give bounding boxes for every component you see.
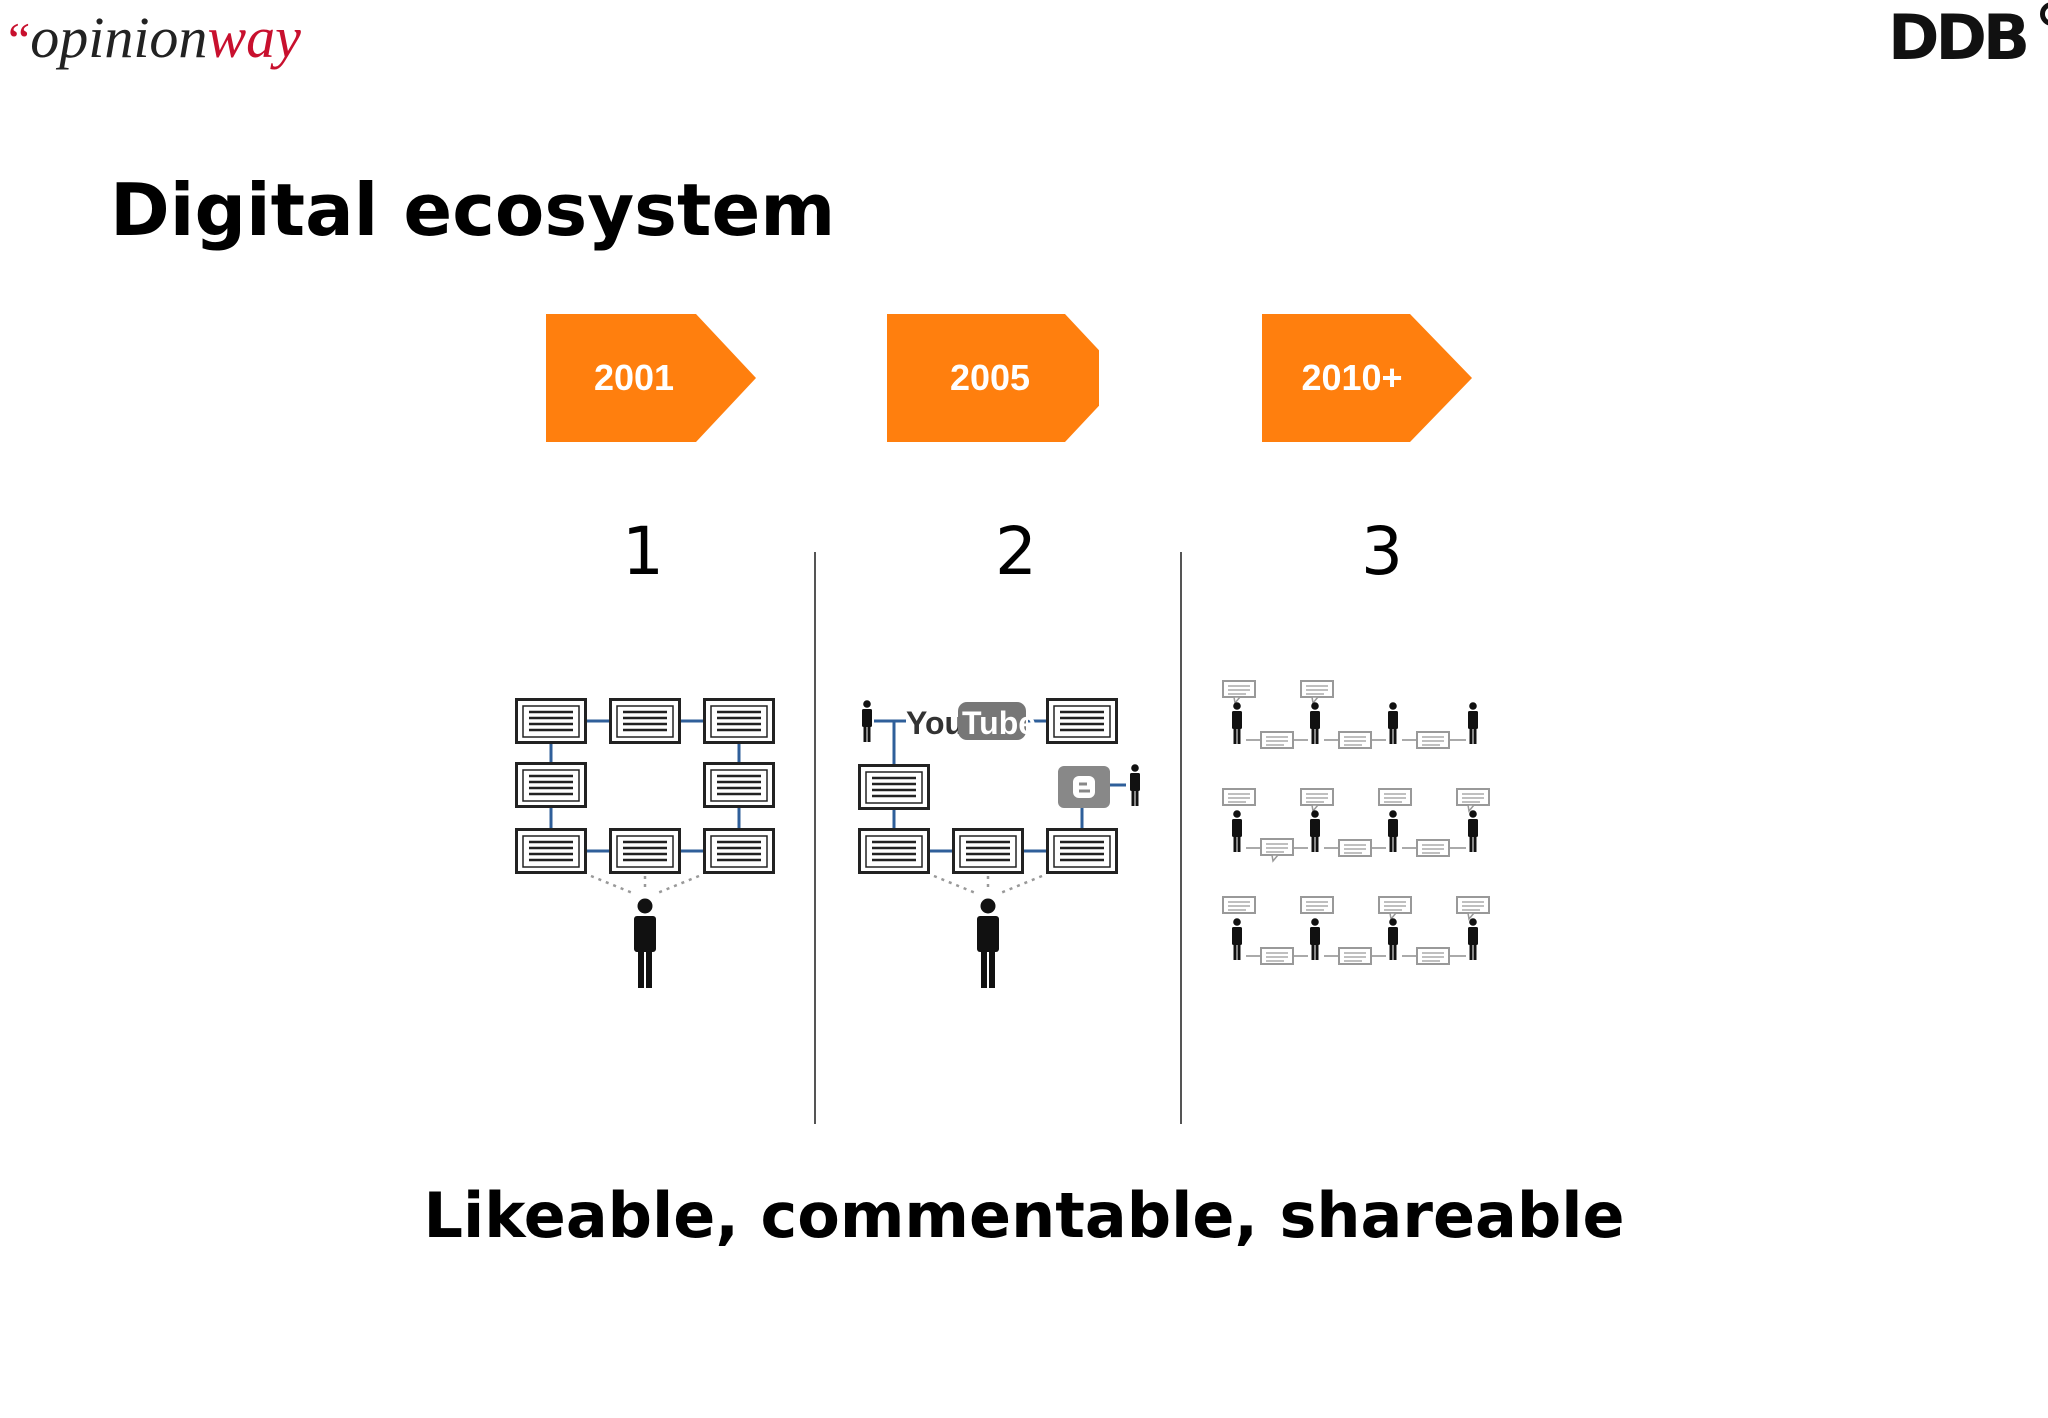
- blogger-icon: [1058, 766, 1110, 808]
- webpage-icon: [1338, 947, 1372, 965]
- column-divider: [1180, 552, 1182, 1124]
- webpage-icon: [1300, 896, 1334, 914]
- person-icon: [1310, 702, 1320, 744]
- webpage-icon: [515, 762, 587, 808]
- webpage-icon: [1222, 788, 1256, 806]
- person-icon: [1468, 702, 1478, 744]
- diagram-web2: You Tube: [858, 698, 1140, 988]
- ddb-logo: DDB: [1888, 2, 2048, 70]
- webpage-icon: [515, 698, 587, 744]
- webpage-icon: [609, 698, 681, 744]
- person-icon: [977, 898, 999, 988]
- speech-bubble-icon: [1260, 838, 1294, 862]
- column-number-1: 1: [622, 513, 664, 590]
- svg-text:Tube: Tube: [962, 705, 1036, 741]
- webpage-icon: [1338, 839, 1372, 857]
- arrow-shape: [1262, 314, 1472, 442]
- social-row-3: [1222, 896, 1490, 965]
- webpage-icon: [703, 762, 775, 808]
- speech-bubble-icon: [1456, 896, 1490, 920]
- speech-bubble-icon: [1378, 896, 1412, 920]
- webpage-icon: [609, 828, 681, 874]
- webpage-icon: [1416, 947, 1450, 965]
- webpage-icon: [703, 698, 775, 744]
- social-row-2: [1222, 788, 1490, 862]
- person-icon: [1232, 918, 1242, 960]
- webpage-icon: [858, 764, 930, 810]
- person-icon: [1232, 702, 1242, 744]
- person-icon: [862, 700, 872, 742]
- person-icon: [634, 898, 656, 988]
- year-arrow-2001: 2001: [546, 314, 758, 442]
- webpage-icon: [1046, 828, 1118, 874]
- webpage-icon: [1222, 896, 1256, 914]
- column-number-3: 3: [1361, 513, 1403, 590]
- person-icon: [1468, 918, 1478, 960]
- webpage-icon: [1046, 698, 1118, 744]
- person-icon: [1232, 810, 1242, 852]
- ddb-logo-circle: [2040, 2, 2048, 26]
- webpage-icon: [1416, 731, 1450, 749]
- arrow-shape: [546, 314, 756, 442]
- social-row-1: [1222, 680, 1478, 749]
- webpage-icon: [703, 828, 775, 874]
- speech-bubble-icon: [1300, 788, 1334, 812]
- speech-bubble-icon: [1222, 680, 1256, 704]
- opinionway-logo: “opinionway: [8, 5, 301, 70]
- page-title: Digital ecosystem: [110, 168, 836, 252]
- speech-bubble-icon: [1300, 680, 1334, 704]
- tagline: Likeable, commentable, shareable: [423, 1179, 1625, 1252]
- year-label: 2010+: [1301, 357, 1403, 398]
- webpage-icon: [515, 828, 587, 874]
- youtube-logo: You Tube: [906, 702, 1036, 741]
- person-icon: [1310, 918, 1320, 960]
- person-icon: [1388, 702, 1398, 744]
- webpage-icon: [952, 828, 1024, 874]
- speech-bubble-icon: [1456, 788, 1490, 812]
- webpage-icon: [1416, 839, 1450, 857]
- person-icon: [1388, 810, 1398, 852]
- diagram-web1: [515, 698, 775, 988]
- webpage-icon: [1260, 947, 1294, 965]
- column-number-2: 2: [995, 513, 1037, 590]
- person-icon: [1468, 810, 1478, 852]
- person-icon: [1310, 810, 1320, 852]
- diagram-social-web: [1222, 680, 1490, 965]
- webpage-icon: [1338, 731, 1372, 749]
- person-icon: [1388, 918, 1398, 960]
- webpage-icon: [1260, 731, 1294, 749]
- webpage-icon: [858, 828, 930, 874]
- webpage-icon: [1378, 788, 1412, 806]
- year-arrow-2005: 2005: [887, 314, 1099, 442]
- year-arrow-2010: 2010+: [1262, 314, 1474, 442]
- column-divider: [814, 552, 816, 1124]
- year-label: 2001: [593, 357, 675, 398]
- svg-text:You: You: [906, 705, 964, 741]
- arrow-shape: [887, 314, 1099, 442]
- year-label: 2005: [949, 357, 1031, 398]
- person-icon: [1130, 764, 1140, 806]
